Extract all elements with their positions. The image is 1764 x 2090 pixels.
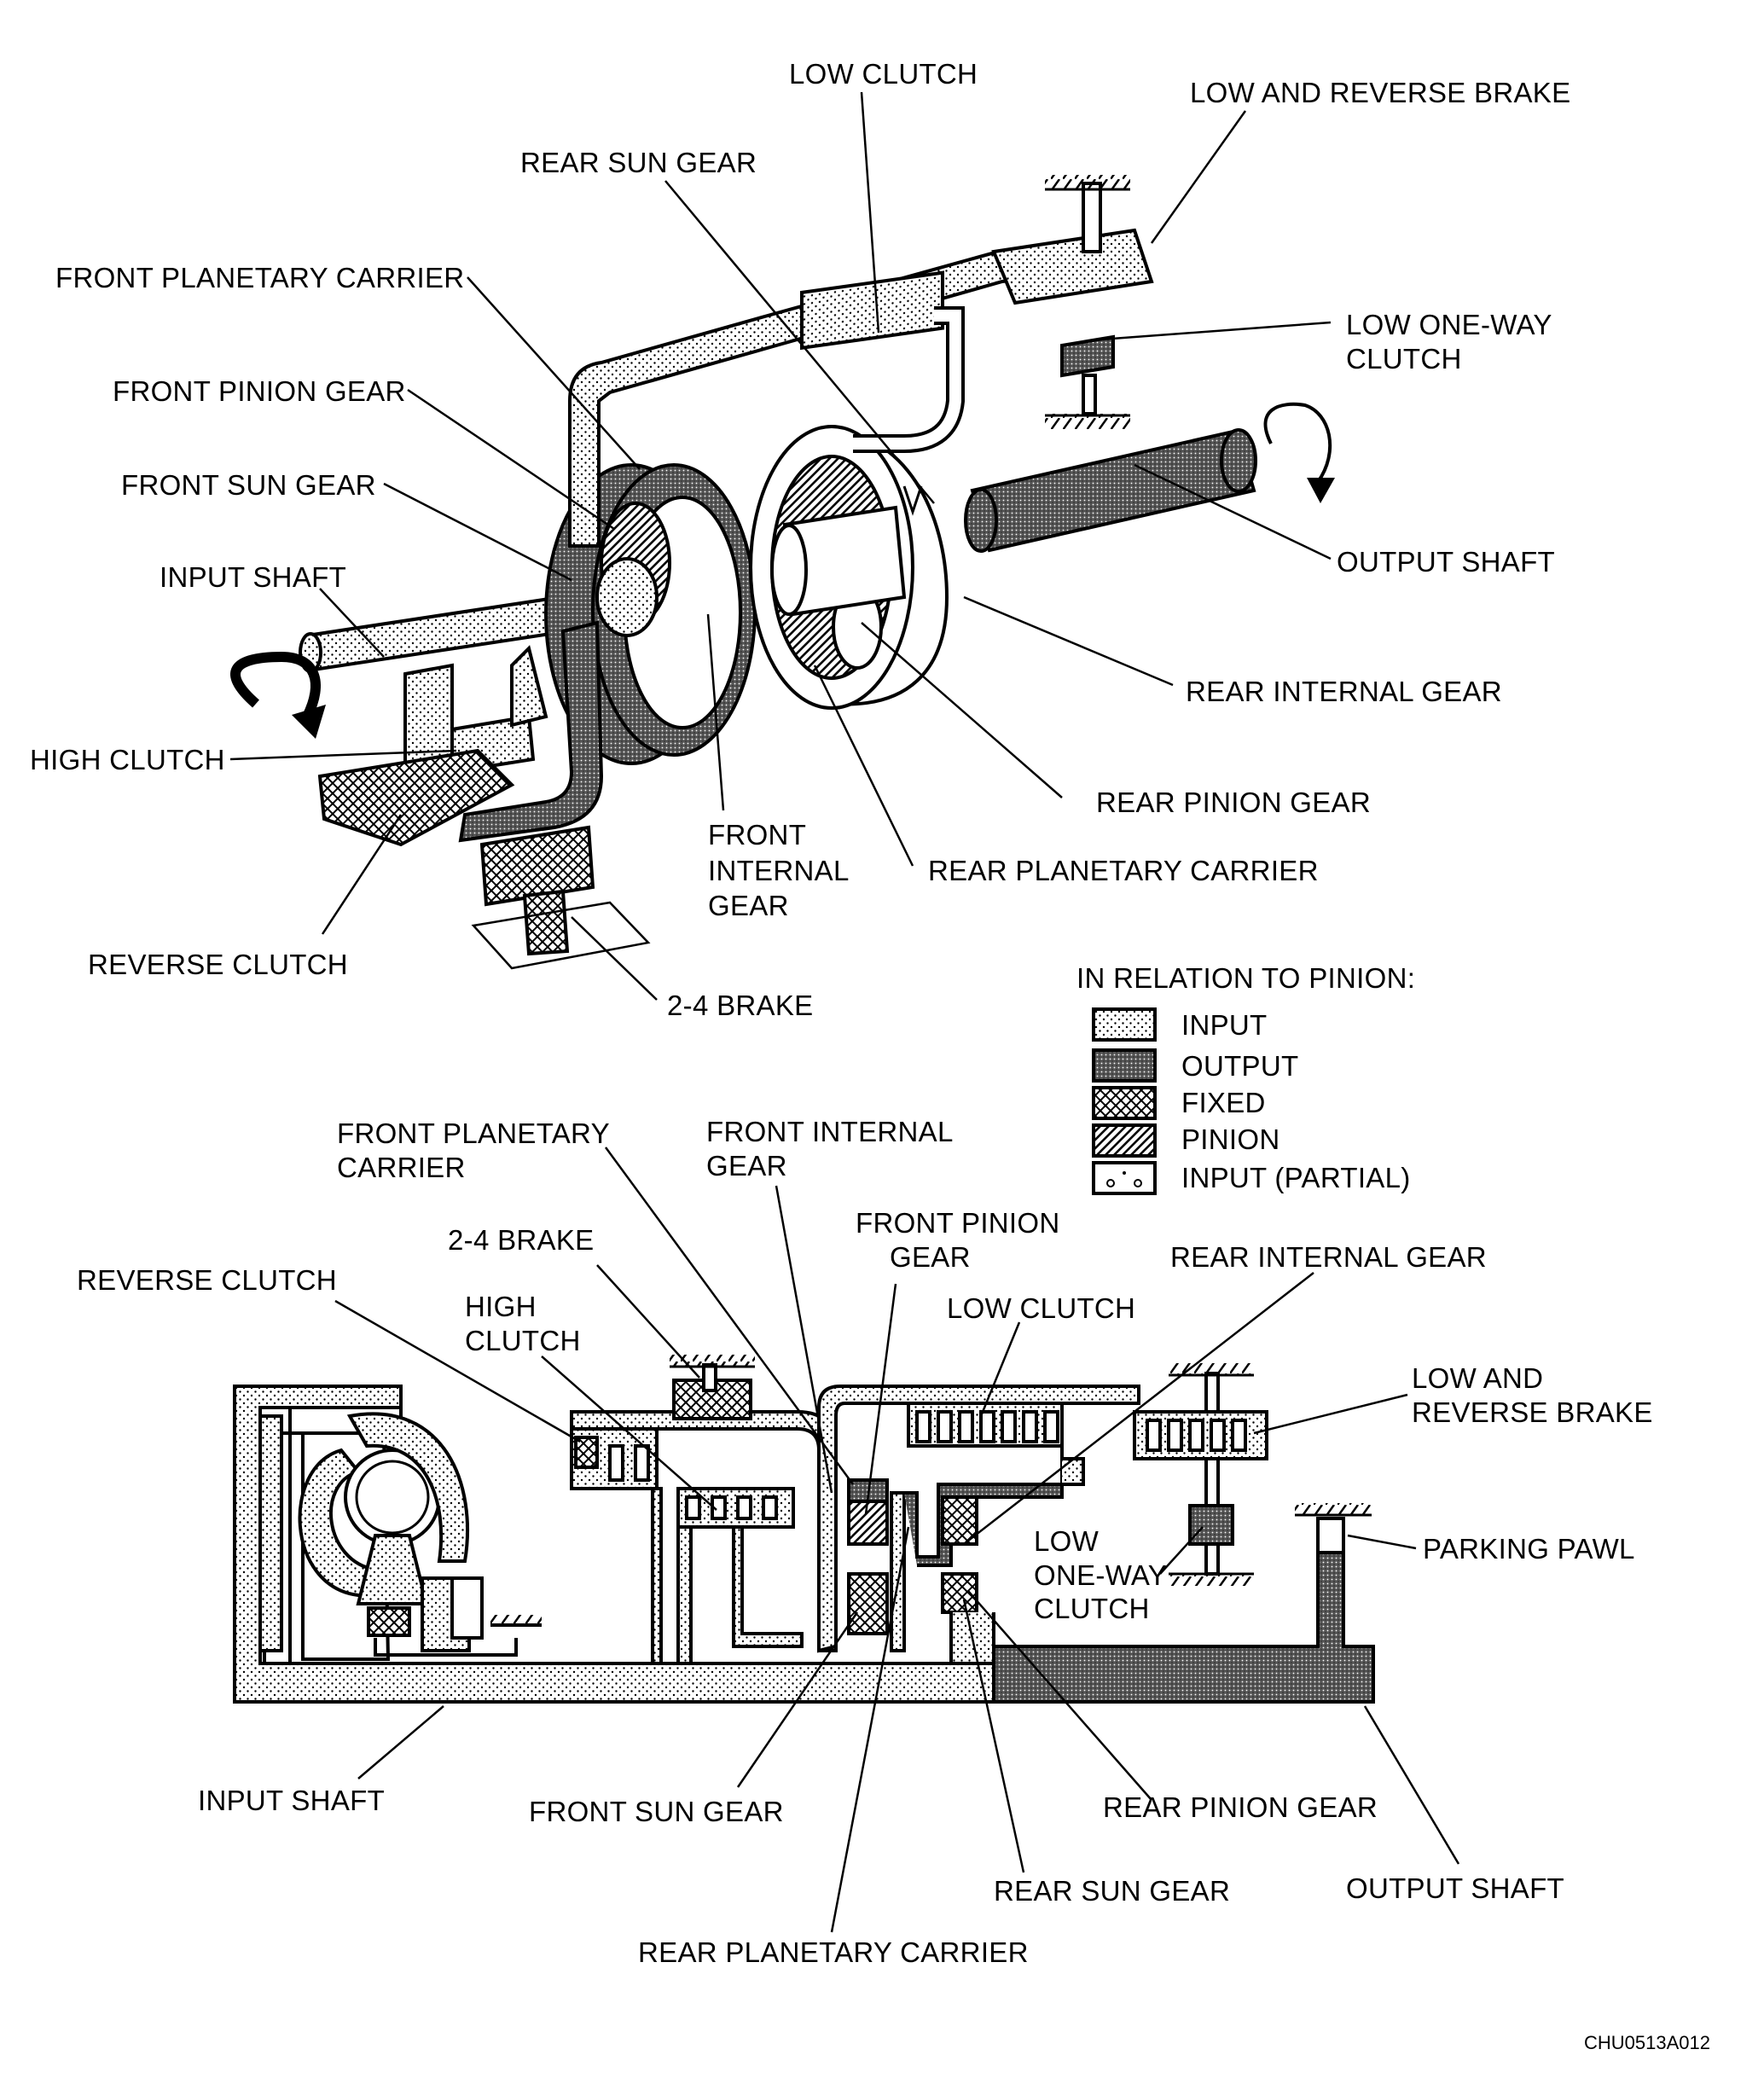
front-pinion-gear-schematic (847, 1495, 889, 1546)
oil-pump-schematic (298, 1412, 542, 1661)
label-bottom-parking-pawl: PARKING PAWL (1423, 1533, 1635, 1565)
label-bottom-rear-internal-gear: REAR INTERNAL GEAR (1170, 1241, 1487, 1273)
label-bottom-reverse-clutch: REVERSE CLUTCH (77, 1264, 337, 1296)
label-top-front-internal-gear-1: FRONT (708, 819, 806, 851)
label-top-low-one-way-clutch-1: LOW ONE-WAY (1346, 309, 1552, 340)
label-top-low-and-reverse-brake: LOW AND REVERSE BRAKE (1190, 77, 1570, 108)
parking-pawl-schematic (1295, 1503, 1372, 1554)
svg-text:OUTPUT: OUTPUT (1181, 1050, 1298, 1082)
reverse-clutch-schematic (570, 1410, 838, 1652)
svg-text:FIXED: FIXED (1181, 1087, 1266, 1118)
legend-item-input: INPUT (1092, 1007, 1268, 1042)
bottom-schematic (233, 1355, 1375, 1704)
bottom-labels: FRONT PLANETARY CARRIER FRONT INTERNAL G… (77, 1116, 1653, 1968)
label-top-front-internal-gear-2: INTERNAL (708, 855, 850, 886)
label-bottom-front-planetary-carrier-1: FRONT PLANETARY (337, 1118, 610, 1149)
label-top-low-clutch: LOW CLUTCH (789, 58, 978, 90)
brake-2-4-3d (471, 825, 651, 970)
legend-item-fixed: FIXED (1092, 1086, 1266, 1120)
svg-text:INPUT (PARTIAL): INPUT (PARTIAL) (1181, 1162, 1411, 1193)
label-bottom-rear-pinion-gear: REAR PINION GEAR (1103, 1791, 1378, 1823)
label-bottom-low-and-reverse-brake-2: REVERSE BRAKE (1412, 1396, 1653, 1428)
top-leader-lines (229, 91, 1332, 1001)
input-rotation-arrow-icon (230, 651, 321, 719)
figure-code: CHU0513A012 (1584, 2032, 1710, 2053)
label-top-rear-internal-gear: REAR INTERNAL GEAR (1186, 676, 1502, 707)
label-bottom-input-shaft: INPUT SHAFT (198, 1785, 385, 1816)
label-bottom-low-and-reverse-brake-1: LOW AND (1412, 1362, 1543, 1394)
low-one-way-clutch-schematic (1169, 1457, 1254, 1586)
low-and-reverse-brake-schematic (1133, 1363, 1268, 1460)
output-rotation-arrow-icon (1263, 402, 1332, 484)
legend-item-output: OUTPUT (1092, 1048, 1298, 1083)
output-shaft-3d (964, 428, 1257, 553)
label-top-rear-planetary-carrier: REAR PLANETARY CARRIER (928, 855, 1319, 886)
label-bottom-rear-planetary-carrier: REAR PLANETARY CARRIER (638, 1936, 1029, 1968)
front-planetary-carrier-schematic (817, 1385, 1140, 1653)
label-top-output-shaft: OUTPUT SHAFT (1337, 546, 1555, 578)
label-top-rear-pinion-gear: REAR PINION GEAR (1096, 787, 1371, 818)
label-bottom-front-pinion-gear-2: GEAR (890, 1241, 971, 1273)
high-reverse-clutch-3d (317, 620, 604, 847)
label-top-input-shaft: INPUT SHAFT (160, 561, 346, 593)
label-bottom-front-internal-gear-2: GEAR (706, 1150, 787, 1181)
low-one-way-clutch-3d (1045, 334, 1130, 429)
label-bottom-low-one-way-clutch-2: ONE-WAY (1034, 1559, 1167, 1591)
label-top-front-pinion-gear: FRONT PINION GEAR (113, 375, 406, 407)
label-bottom-front-internal-gear-1: FRONT INTERNAL (706, 1116, 954, 1147)
label-bottom-front-pinion-gear-1: FRONT PINION (856, 1207, 1060, 1239)
label-bottom-low-one-way-clutch-1: LOW (1034, 1525, 1100, 1557)
legend: IN RELATION TO PINION: INPUT OUTPUT FIXE… (1076, 962, 1415, 1195)
label-bottom-front-planetary-carrier-2: CARRIER (337, 1152, 466, 1183)
label-top-rear-sun-gear: REAR SUN GEAR (520, 147, 757, 178)
label-top-2-4-brake: 2-4 BRAKE (667, 990, 813, 1021)
svg-text:INPUT: INPUT (1181, 1009, 1268, 1041)
top-labels: LOW CLUTCH LOW AND REVERSE BRAKE REAR SU… (30, 58, 1570, 1021)
label-bottom-output-shaft: OUTPUT SHAFT (1346, 1872, 1564, 1904)
bottom-leader-lines (334, 1147, 1460, 1933)
label-bottom-2-4-brake: 2-4 BRAKE (448, 1224, 594, 1256)
legend-item-input-partial: INPUT (PARTIAL) (1092, 1161, 1411, 1195)
label-bottom-low-one-way-clutch-3: CLUTCH (1034, 1593, 1150, 1624)
brake-2-4-schematic (670, 1355, 755, 1420)
label-top-front-sun-gear: FRONT SUN GEAR (121, 469, 376, 501)
label-top-reverse-clutch: REVERSE CLUTCH (88, 949, 348, 980)
svg-text:PINION: PINION (1181, 1123, 1279, 1155)
label-bottom-front-sun-gear: FRONT SUN GEAR (529, 1796, 784, 1827)
label-bottom-rear-sun-gear: REAR SUN GEAR (994, 1875, 1230, 1907)
label-bottom-high-clutch-1: HIGH (465, 1291, 537, 1322)
label-bottom-low-clutch: LOW CLUTCH (947, 1292, 1135, 1324)
legend-item-pinion: PINION (1092, 1123, 1279, 1158)
label-top-low-one-way-clutch-2: CLUTCH (1346, 343, 1462, 374)
low-clutch-3d (800, 270, 944, 351)
legend-title: IN RELATION TO PINION: (1076, 962, 1415, 994)
label-top-front-internal-gear-3: GEAR (708, 890, 789, 921)
low-and-reverse-brake-3d (991, 175, 1154, 305)
high-clutch-schematic (676, 1487, 795, 1529)
label-top-high-clutch: HIGH CLUTCH (30, 744, 225, 775)
label-top-front-planetary-carrier: FRONT PLANETARY CARRIER (55, 262, 464, 293)
label-bottom-high-clutch-2: CLUTCH (465, 1325, 581, 1356)
